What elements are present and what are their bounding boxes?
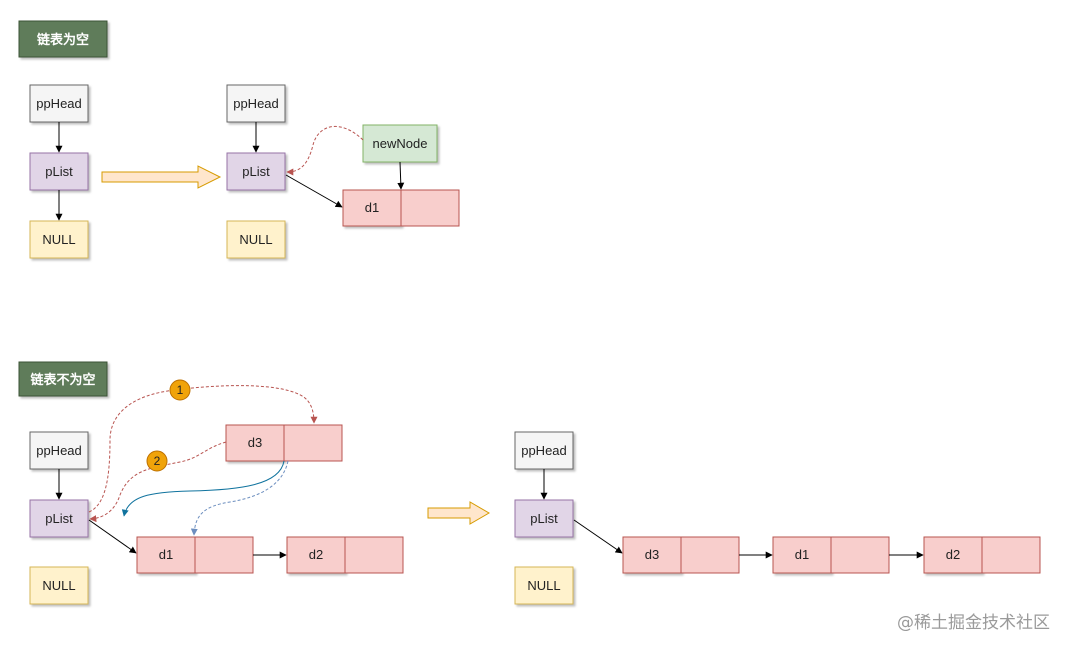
s2-after-node-d2-label: d2 (946, 547, 960, 562)
section2-title-badge: 链表不为空 (18, 361, 108, 397)
s2-before-node-d1-label: d1 (159, 547, 173, 562)
s1-after-plist-box: pList (226, 152, 286, 191)
section-nonempty-list: 链表不为空 ppHead pList NULL d3 d1 (18, 361, 1041, 605)
s1-node-d1-label: d1 (365, 200, 379, 215)
s2-new-node-d3-label: d3 (248, 435, 262, 450)
s2-after-plist-box: pList (514, 499, 574, 538)
s2-before-node-d2: d2 (286, 536, 404, 574)
s2-d3-next-blue-arrow (121, 460, 285, 517)
s1-before-null-label: NULL (42, 232, 75, 247)
s1-before-pphead-label: ppHead (36, 96, 82, 111)
s2-after-node-d1-label: d1 (795, 547, 809, 562)
s1-after-null-box: NULL (226, 220, 286, 259)
s1-after-plist-label: pList (242, 164, 270, 179)
s1-newnode-to-plist-dashed-arrow (286, 125, 364, 176)
section-empty-list: 链表为空 ppHead pList NULL ppHead pList (18, 20, 460, 259)
s2-before-null-box: NULL (29, 566, 89, 605)
s2-after-plist-to-d3-arrow (573, 519, 623, 554)
s2-step2-dashed-arrow (89, 441, 227, 523)
s2-after-node-d2: d2 (923, 536, 1041, 574)
s2-after-node-d3-label: d3 (645, 547, 659, 562)
s2-before-plist-box: pList (29, 499, 89, 538)
s1-newnode-to-d1-arrow (397, 161, 405, 190)
s2-after-plist-label: pList (530, 511, 558, 526)
s1-node-d1: d1 (342, 189, 460, 227)
s2-before-pphead-label: ppHead (36, 443, 82, 458)
section2-title: 链表不为空 (29, 372, 95, 388)
s2-before-null-label: NULL (42, 578, 75, 593)
s2-before-plist-label: pList (45, 511, 73, 526)
s2-after-null-label: NULL (527, 578, 560, 593)
s2-step1-label: 1 (177, 383, 184, 397)
s1-newnode-label: newNode (373, 136, 428, 151)
s2-after-pphead-box: ppHead (514, 431, 574, 470)
s2-step2-marker: 2 (146, 450, 168, 472)
s2-before-node-d1: d1 (136, 536, 254, 574)
s1-before-null-box: NULL (29, 220, 89, 259)
s2-after-node-d3: d3 (622, 536, 740, 574)
s2-new-node-d3: d3 (225, 424, 343, 462)
s2-step2-label: 2 (154, 454, 161, 468)
watermark: @稀土掘金技术社区 (897, 613, 1050, 633)
s2-step1-dashed-arrow (88, 385, 318, 513)
s2-d3-to-d1-dashed-arrow (190, 460, 289, 536)
s2-before-pphead-box: ppHead (29, 431, 89, 470)
s1-after-null-label: NULL (239, 232, 272, 247)
s2-after-node-d1: d1 (772, 536, 890, 574)
section1-title: 链表为空 (36, 32, 89, 48)
s1-before-plist-label: pList (45, 164, 73, 179)
s2-transition-arrow (427, 501, 490, 525)
s2-after-pphead-label: ppHead (521, 443, 567, 458)
s2-plist-to-d1-arrow (88, 519, 137, 554)
s1-before-pphead-box: ppHead (29, 84, 89, 123)
s1-transition-arrow (101, 165, 222, 189)
s1-before-plist-box: pList (29, 152, 89, 191)
s1-after-pphead-box: ppHead (226, 84, 286, 123)
s1-newnode-box: newNode (362, 124, 438, 163)
s2-after-null-box: NULL (514, 566, 574, 605)
s2-step1-marker: 1 (169, 379, 191, 401)
s1-plist-to-d1-arrow (285, 174, 343, 208)
s2-before-node-d2-label: d2 (309, 547, 323, 562)
section1-title-badge: 链表为空 (18, 20, 108, 58)
s1-after-pphead-label: ppHead (233, 96, 279, 111)
